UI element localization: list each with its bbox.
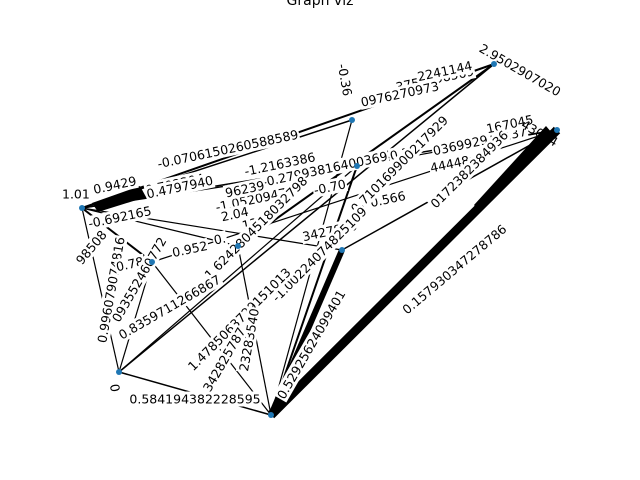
edge-label-background	[268, 203, 371, 306]
graph-node	[149, 259, 155, 265]
graph-node	[354, 163, 360, 169]
graph-title: Graph viz	[286, 0, 354, 9]
edge-label-background	[184, 264, 295, 375]
nodes-layer	[79, 61, 560, 418]
edge-label-background	[144, 172, 216, 202]
edge-label-background	[398, 220, 511, 318]
edge-label-background	[72, 226, 111, 269]
edge-label-background	[85, 202, 154, 232]
edge-label: 0.	[212, 230, 227, 247]
edge-label: 0.584194382228595	[129, 392, 260, 407]
edge-label: -0.70	[312, 176, 347, 197]
edge-label-background	[222, 177, 267, 201]
graph-node	[339, 247, 345, 253]
graph-node	[116, 369, 122, 375]
graph-edge	[270, 165, 358, 416]
edge-label-background	[426, 126, 512, 212]
edge-label-background	[415, 57, 475, 85]
graph-node	[235, 243, 241, 249]
edge-label: 98508	[73, 227, 110, 267]
graph-node	[554, 127, 560, 133]
edge-label-background	[427, 152, 472, 176]
edge-label-background	[169, 237, 210, 261]
node-label: 0	[107, 383, 123, 393]
graph-node	[79, 205, 85, 211]
node-label: 2.9502907020	[477, 41, 564, 100]
edge-label-background	[358, 78, 442, 110]
graph-node	[349, 117, 355, 123]
edge-label-background	[346, 111, 452, 217]
edge-label-background	[128, 391, 262, 407]
graph-edge	[92, 186, 146, 212]
edge-label-background	[197, 172, 312, 287]
edge-label-background	[90, 172, 139, 198]
edge-label-background	[483, 111, 536, 137]
graph-edge	[118, 63, 495, 373]
edge-label-background	[235, 306, 263, 374]
edge-label-background	[367, 187, 408, 211]
edge-label-background	[199, 323, 250, 396]
edge-label-background	[259, 148, 390, 190]
edge-label-background	[211, 230, 229, 248]
node-label: 1.01	[62, 187, 90, 202]
graph-node	[491, 61, 497, 67]
graph-edge	[118, 165, 358, 373]
node-label: -0.36	[335, 63, 355, 98]
edge-label-background	[154, 126, 301, 172]
edge-label-background	[114, 271, 225, 343]
edge-label-background	[108, 233, 170, 326]
graph-edge	[474, 126, 552, 212]
edge-label-background	[241, 148, 318, 180]
edge-label-background	[273, 286, 349, 403]
graph-node	[268, 412, 274, 418]
edge-label: 0.952	[171, 238, 209, 260]
graph-edge	[81, 207, 120, 373]
edge-label-background	[311, 176, 349, 198]
